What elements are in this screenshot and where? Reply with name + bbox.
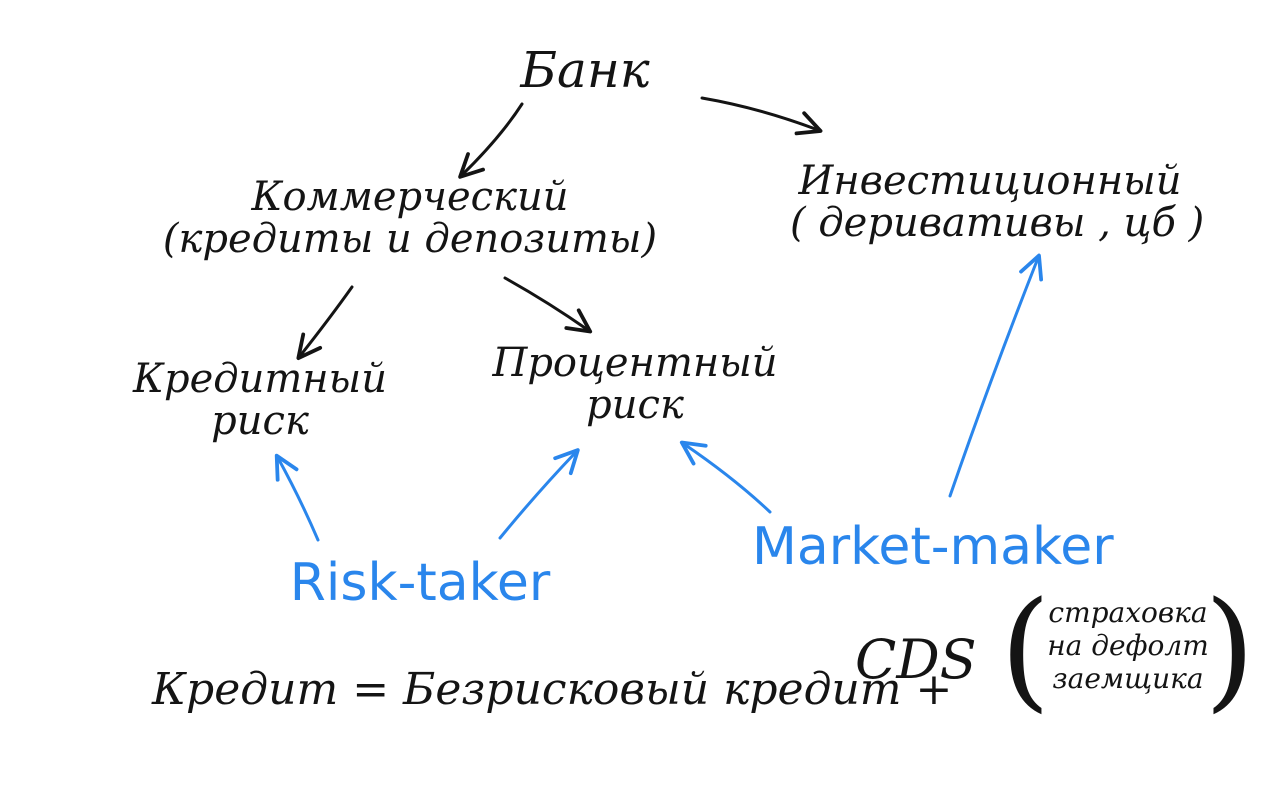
node-market-maker-label: Market-maker xyxy=(752,517,1114,577)
node-investment-title: Инвестиционный xyxy=(798,158,1182,204)
cds-note-text: страховка на дефолт заемщика xyxy=(1036,596,1220,695)
arrow-bank-to-investment xyxy=(700,96,823,136)
arrow-risk-taker-to-interest-risk xyxy=(498,448,580,540)
node-commercial-subtitle: (кредиты и депозиты) xyxy=(162,216,658,262)
cds-note-line2: на дефолт xyxy=(1047,629,1209,663)
node-credit-risk-line2: риск xyxy=(211,398,309,444)
arrow-bank-to-commercial xyxy=(458,102,524,179)
node-interest-risk-line1: Процентный xyxy=(492,340,778,386)
node-interest-rate-risk: Процентный риск xyxy=(470,342,800,426)
cds-note-line1: страховка xyxy=(1048,596,1208,629)
right-parenthesis: ) xyxy=(1204,573,1255,725)
node-risk-taker: Risk-taker xyxy=(270,556,570,611)
formula-cds: CDS xyxy=(855,628,977,691)
node-credit-risk-line1: Кредитный xyxy=(133,356,387,402)
arrow-market-maker-to-interest-risk xyxy=(679,440,772,514)
arrow-commercial-to-interest-risk xyxy=(503,276,593,334)
node-interest-risk-line2: риск xyxy=(586,382,684,428)
node-credit-risk: Кредитный риск xyxy=(120,358,400,442)
cds-note-line3: заемщика xyxy=(1052,662,1204,696)
node-market-maker: Market-maker xyxy=(752,517,1114,577)
arrow-commercial-to-credit-risk xyxy=(296,285,354,361)
cds-note: ( страховка на дефолт заемщика ) xyxy=(1000,584,1255,725)
node-investment-bank: Инвестиционный ( деривативы , цб ) xyxy=(790,158,1205,246)
node-investment-subtitle: ( деривативы , цб ) xyxy=(790,200,1205,246)
node-commercial-bank: Коммерческий (кредиты и депозиты) xyxy=(150,176,670,260)
node-bank: Банк xyxy=(510,44,660,97)
node-bank-label: Банк xyxy=(520,41,650,99)
node-commercial-title: Коммерческий xyxy=(251,174,569,220)
arrow-market-maker-to-investment xyxy=(948,253,1044,498)
arrow-risk-taker-to-credit-risk xyxy=(274,453,320,542)
left-parenthesis: ( xyxy=(1000,573,1051,725)
formula-lhs: Кредит = Безрисковый кредит + xyxy=(152,664,953,715)
node-risk-taker-label: Risk-taker xyxy=(289,553,551,613)
